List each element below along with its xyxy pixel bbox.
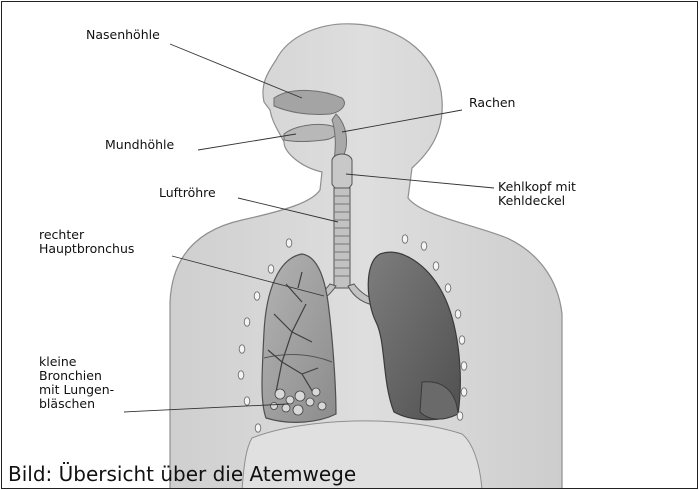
label-mundhoehle: Mundhöhle: [105, 138, 174, 152]
body-silhouette: [170, 24, 562, 489]
label-kehlkopf: Kehlkopf mit Kehldeckel: [498, 180, 576, 208]
label-luftroehre: Luftröhre: [159, 186, 216, 200]
label-nasenhoehle: Nasenhöhle: [86, 28, 160, 42]
label-bronchien: kleine Bronchien mit Lungen- bläschen: [39, 355, 114, 411]
label-rachen: Rachen: [469, 96, 515, 110]
label-hauptbronchus: rechter Hauptbronchus: [39, 228, 134, 256]
larynx: [332, 154, 352, 190]
leader-mundhoehle: [198, 134, 296, 150]
trachea: [334, 188, 350, 288]
caption: Bild: Übersicht über die Atemwege: [8, 462, 356, 486]
